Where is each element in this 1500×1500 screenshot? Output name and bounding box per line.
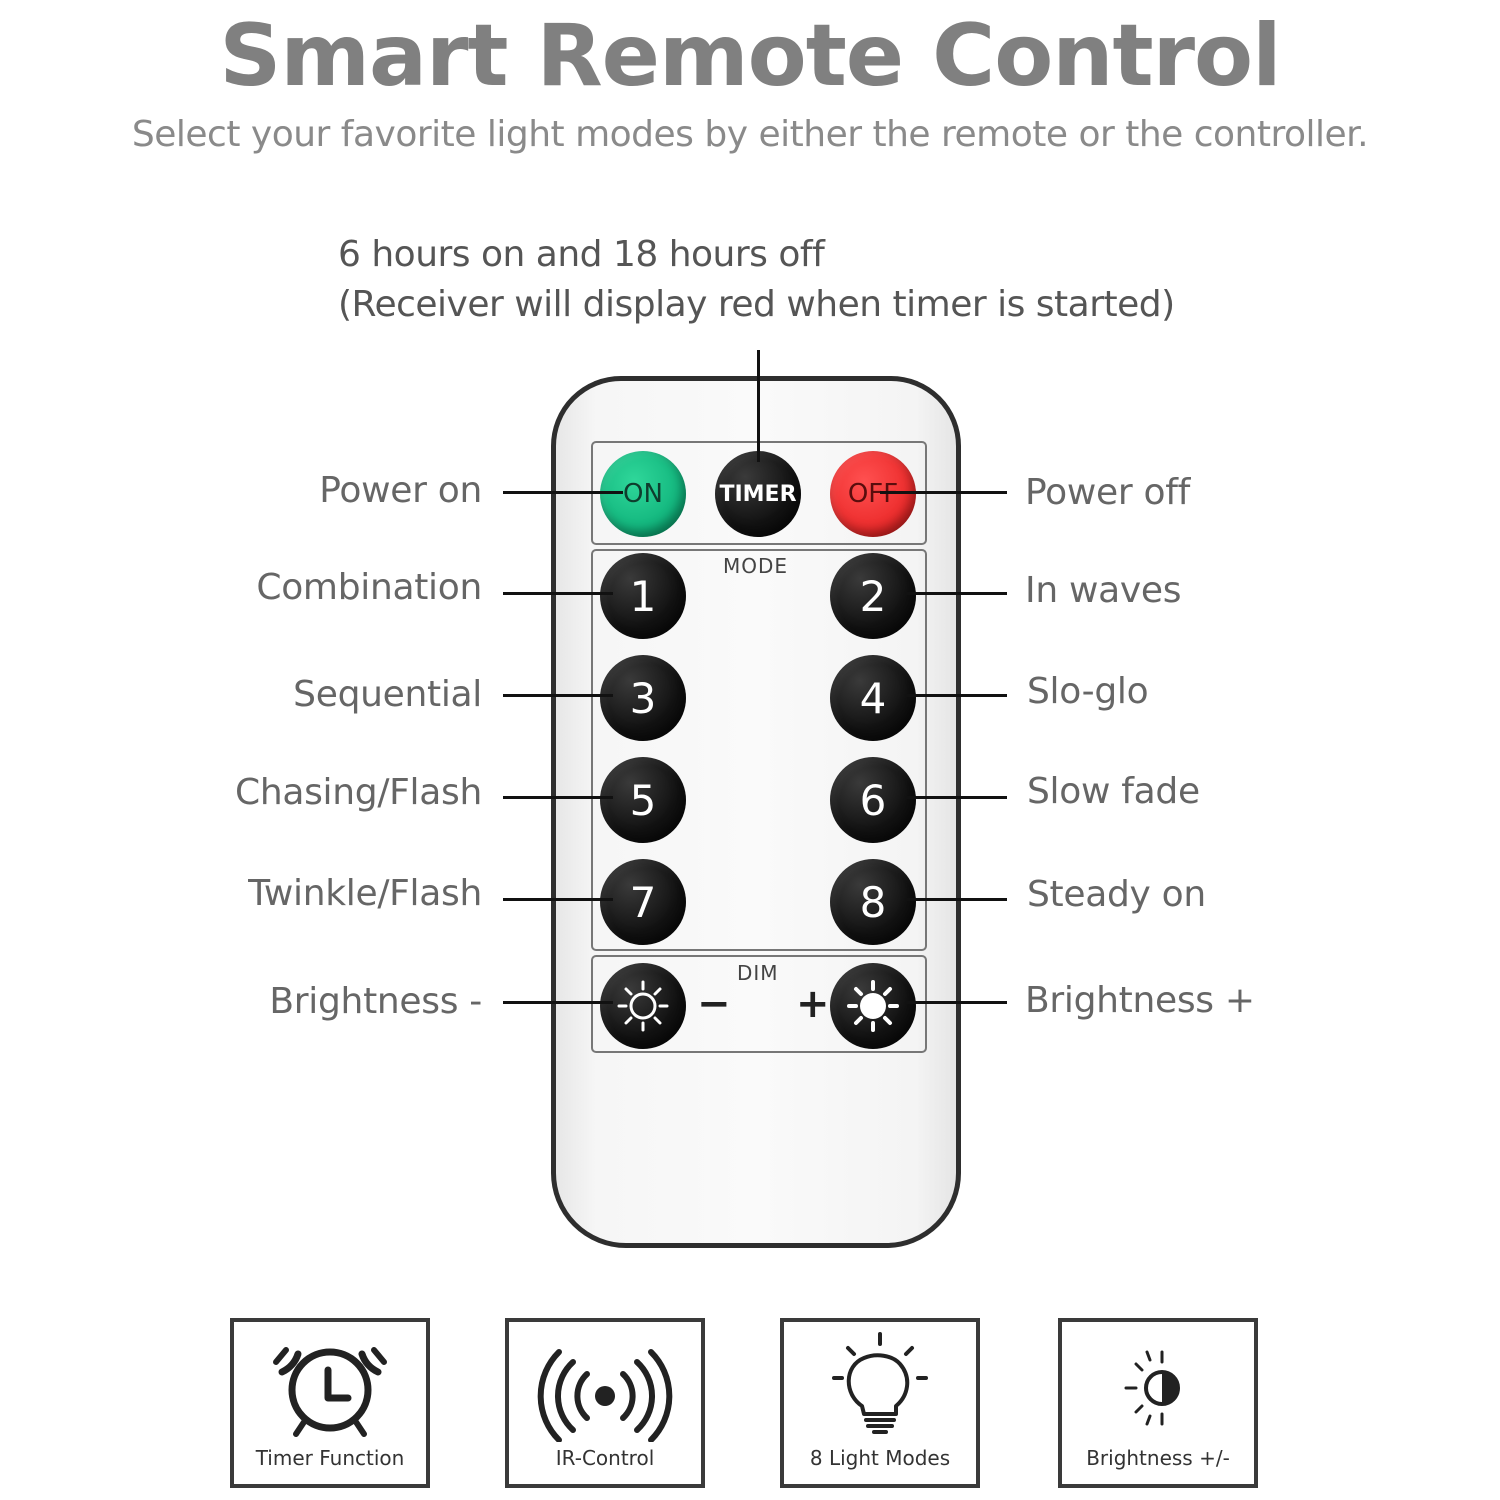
leader-mode-6 <box>905 796 1007 799</box>
dim-minus-button[interactable] <box>600 963 686 1049</box>
brightness-icon <box>1124 1350 1180 1426</box>
mode-4-button[interactable]: 4 <box>830 655 916 741</box>
dim-plus-button[interactable] <box>830 963 916 1049</box>
label-mode-7: Twinkle/Flash <box>248 873 482 914</box>
leader-power-off <box>880 491 1007 494</box>
label-mode-2: In waves <box>1025 570 1182 611</box>
label-power-off: Power off <box>1025 472 1190 513</box>
sun-filled-icon <box>847 980 899 1032</box>
dim-caption: DIM <box>737 961 779 985</box>
feature-label-modes: 8 Light Modes <box>809 1446 951 1470</box>
feature-ir: IR-Control <box>505 1318 705 1488</box>
mode-3-button[interactable]: 3 <box>600 655 686 741</box>
feature-label-timer: Timer Function <box>255 1446 405 1470</box>
timer-note-line2: (Receiver will display red when timer is… <box>338 284 1175 325</box>
label-mode-8: Steady on <box>1027 874 1206 915</box>
alarm-clock-icon <box>273 1347 387 1437</box>
timer-note: 6 hours on and 18 hours off (Receiver wi… <box>338 230 1238 330</box>
leader-brightness-minus <box>503 1001 613 1004</box>
timer-note-line1: 6 hours on and 18 hours off <box>338 234 825 275</box>
leader-mode-5 <box>503 796 613 799</box>
leader-mode-1 <box>503 592 613 595</box>
mode-panel <box>591 549 927 951</box>
label-brightness-minus: Brightness - <box>269 981 482 1022</box>
label-power-on: Power on <box>319 470 482 511</box>
mode-6-button[interactable]: 6 <box>830 757 916 843</box>
label-mode-1: Combination <box>256 567 482 608</box>
on-button[interactable]: ON <box>600 451 686 537</box>
leader-brightness-plus <box>905 1001 1007 1004</box>
plus-sign: + <box>796 981 830 1027</box>
timer-leader-line <box>757 350 760 462</box>
mode-2-button[interactable]: 2 <box>830 553 916 639</box>
page-title: Smart Remote Control <box>219 6 1281 106</box>
label-mode-6: Slow fade <box>1027 771 1200 812</box>
leader-mode-3 <box>503 694 613 697</box>
leader-mode-4 <box>905 694 1007 697</box>
ir-signal-icon <box>537 1349 673 1442</box>
feature-label-brightness: Brightness +/- <box>1086 1446 1230 1470</box>
feature-timer: Timer Function <box>230 1318 430 1488</box>
label-brightness-plus: Brightness + <box>1025 980 1255 1021</box>
sun-outline-icon <box>617 980 669 1032</box>
page-subtitle: Select your favorite light modes by eith… <box>131 114 1369 155</box>
remote-control: MODE DIM ON TIMER OFF 1 2 3 4 5 6 7 8 <box>551 376 961 1248</box>
mode-7-button[interactable]: 7 <box>600 859 686 945</box>
leader-mode-7 <box>503 898 613 901</box>
leader-power-on <box>503 491 623 494</box>
feature-modes: 8 Light Modes <box>780 1318 980 1488</box>
mode-1-button[interactable]: 1 <box>600 553 686 639</box>
feature-brightness: Brightness +/- <box>1058 1318 1258 1488</box>
mode-caption: MODE <box>723 554 789 578</box>
leader-mode-2 <box>905 592 1007 595</box>
label-mode-4: Slo-glo <box>1027 671 1149 712</box>
feature-label-ir: IR-Control <box>555 1446 655 1470</box>
label-mode-3: Sequential <box>293 674 482 715</box>
off-button[interactable]: OFF <box>830 451 916 537</box>
mode-5-button[interactable]: 5 <box>600 757 686 843</box>
label-mode-5: Chasing/Flash <box>234 772 482 813</box>
dim-panel <box>591 955 927 1053</box>
timer-button[interactable]: TIMER <box>715 451 801 537</box>
mode-8-button[interactable]: 8 <box>830 859 916 945</box>
light-bulb-icon <box>832 1332 928 1434</box>
minus-sign: − <box>697 981 731 1027</box>
leader-mode-8 <box>905 898 1007 901</box>
